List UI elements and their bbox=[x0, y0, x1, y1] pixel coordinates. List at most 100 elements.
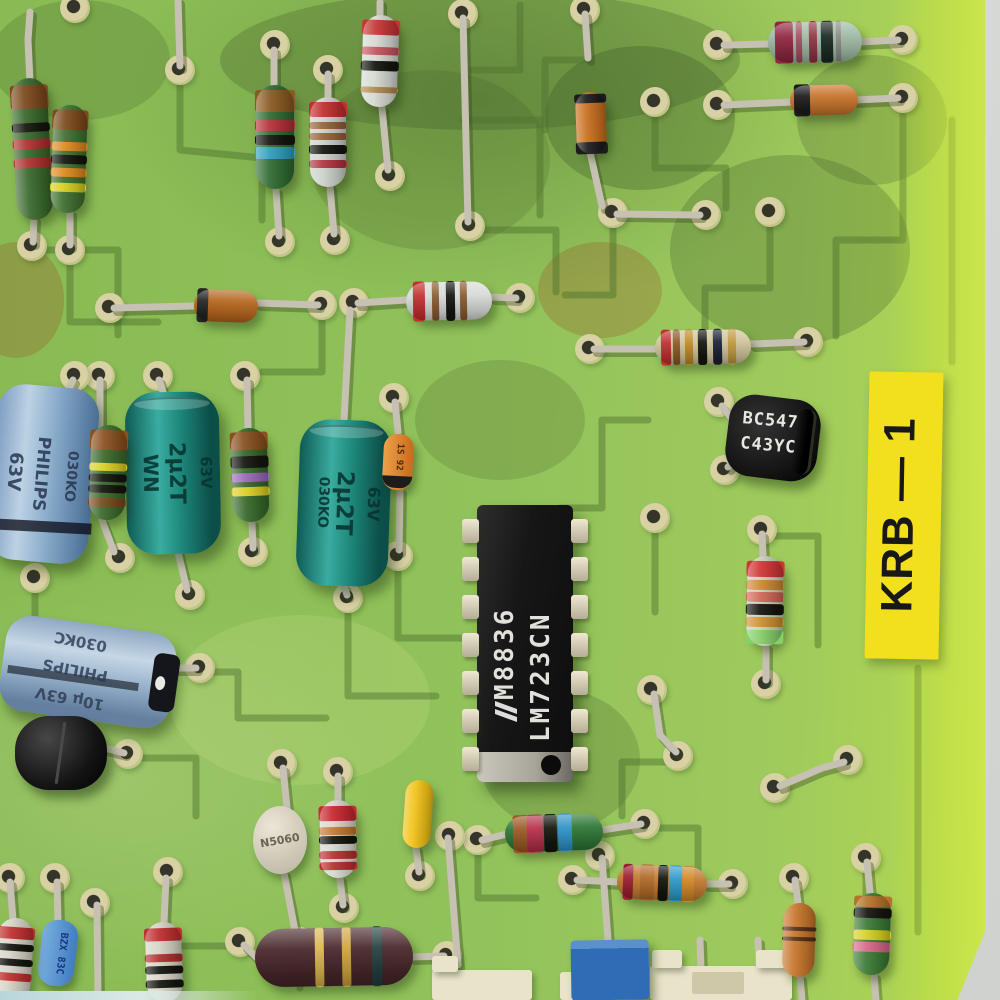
solder-pad bbox=[755, 197, 785, 227]
board-discoloration bbox=[0, 242, 64, 358]
resistor-band bbox=[745, 591, 785, 603]
component-lead bbox=[395, 486, 404, 554]
diode-marking: BZX 83C bbox=[53, 931, 70, 976]
board-id-text: KRB — 1 bbox=[872, 416, 925, 613]
component-lead bbox=[758, 530, 767, 560]
resistor bbox=[767, 20, 863, 64]
capacitor-value: 2µ2T bbox=[163, 441, 190, 505]
component-lead bbox=[478, 830, 511, 844]
solder-pad bbox=[640, 87, 670, 117]
diode-ceramic-n5060: N5060 bbox=[253, 806, 307, 874]
resistor-band bbox=[360, 60, 399, 72]
electrolytic-capacitor-blue-horizontal: 10µ 63V PHILIPS 030KC bbox=[0, 612, 182, 732]
component-lead bbox=[174, 548, 191, 594]
diode-marking: 1S 92 bbox=[393, 443, 405, 471]
component-lead bbox=[459, 14, 472, 226]
copper-trace bbox=[394, 556, 480, 642]
resistor-band bbox=[145, 965, 184, 975]
resistor-band bbox=[557, 813, 573, 852]
resistor-band bbox=[745, 629, 784, 645]
diode-marking: N5060 bbox=[259, 830, 301, 850]
resistor-band bbox=[672, 329, 681, 366]
copper-trace bbox=[618, 758, 682, 820]
resistor-band bbox=[660, 329, 672, 366]
resistor-band bbox=[314, 927, 325, 988]
resistor-band bbox=[309, 160, 347, 168]
component-lead bbox=[53, 878, 62, 926]
resistor-band bbox=[319, 862, 358, 871]
board-discoloration bbox=[170, 615, 430, 785]
resistor-band bbox=[681, 865, 695, 903]
transistor-black-cylinder bbox=[15, 716, 107, 790]
resistor-band bbox=[88, 473, 127, 484]
component-lead bbox=[779, 762, 851, 794]
capacitor-value: 2µ2T bbox=[329, 470, 359, 536]
component-lead bbox=[174, 0, 184, 70]
board-discoloration bbox=[220, 0, 740, 130]
zener-diode-bzx83c: BZX 83C bbox=[36, 918, 80, 988]
resistor-band bbox=[144, 953, 183, 963]
resistor-band bbox=[697, 328, 708, 366]
resistor-band bbox=[49, 182, 87, 193]
glass-diode-orange: 1S 92 bbox=[381, 433, 415, 491]
solder-pad bbox=[640, 503, 670, 533]
pin-connector-left bbox=[432, 970, 532, 1000]
photo-bottom-edge bbox=[0, 991, 258, 1000]
ic-pin bbox=[462, 709, 479, 733]
resistor-band bbox=[852, 941, 891, 953]
resistor-band bbox=[808, 20, 818, 64]
copper-trace bbox=[556, 416, 652, 512]
transistor-bc547: BC547 C43YC bbox=[722, 391, 824, 485]
resistor-band bbox=[781, 936, 817, 942]
resistor-band bbox=[371, 926, 383, 987]
component-lead bbox=[616, 214, 707, 223]
capacitor-code: 030KO bbox=[314, 476, 332, 529]
capacitor-voltage: 63V bbox=[196, 456, 216, 489]
component-lead bbox=[340, 582, 351, 599]
component-lead bbox=[378, 104, 392, 174]
board-discoloration bbox=[415, 360, 585, 480]
ic-pin bbox=[571, 557, 588, 581]
copper-trace bbox=[474, 842, 540, 902]
resistor-band bbox=[89, 462, 128, 472]
resistor-band bbox=[853, 895, 893, 908]
component-lead bbox=[110, 302, 198, 312]
component-lead bbox=[243, 376, 252, 432]
resistor-band bbox=[746, 560, 785, 577]
component-lead bbox=[248, 518, 257, 552]
component-lead bbox=[391, 398, 402, 436]
component-lead bbox=[101, 744, 128, 757]
resistor-band bbox=[231, 486, 270, 497]
component-lead bbox=[113, 306, 201, 316]
resistor-band bbox=[13, 156, 52, 169]
component-lead bbox=[340, 306, 354, 424]
resistor-band bbox=[727, 328, 737, 365]
resistor-band bbox=[196, 288, 209, 323]
copper-trace bbox=[561, 214, 617, 299]
ic-pin bbox=[462, 633, 479, 657]
specular-highlight bbox=[401, 779, 435, 849]
resistor-band bbox=[11, 122, 51, 134]
resistor bbox=[193, 288, 259, 324]
resistor-band bbox=[746, 579, 785, 591]
resistor-band bbox=[51, 141, 88, 152]
ic-chip-lm723cn: M8836 LM723CN bbox=[462, 505, 588, 782]
resistor bbox=[255, 85, 295, 189]
ic-pin bbox=[462, 557, 479, 581]
photo-edge-gray bbox=[985, 0, 1000, 1000]
component-lead bbox=[650, 690, 680, 756]
resistor-band bbox=[230, 455, 269, 469]
component-lead bbox=[791, 876, 802, 907]
ic-pin bbox=[462, 671, 479, 695]
copper-trace bbox=[641, 824, 702, 880]
copper-trace bbox=[468, 1, 524, 74]
component-lead bbox=[870, 971, 880, 1000]
resistor bbox=[405, 280, 493, 322]
pin-connector-tab bbox=[432, 956, 458, 972]
component-lead bbox=[491, 297, 523, 306]
component-lead bbox=[598, 820, 645, 834]
capacitor-brand: PHILIPS bbox=[40, 655, 110, 686]
component-lead bbox=[29, 214, 38, 246]
component-lead bbox=[863, 858, 874, 897]
capacitor-voltage: 63V bbox=[363, 486, 384, 522]
